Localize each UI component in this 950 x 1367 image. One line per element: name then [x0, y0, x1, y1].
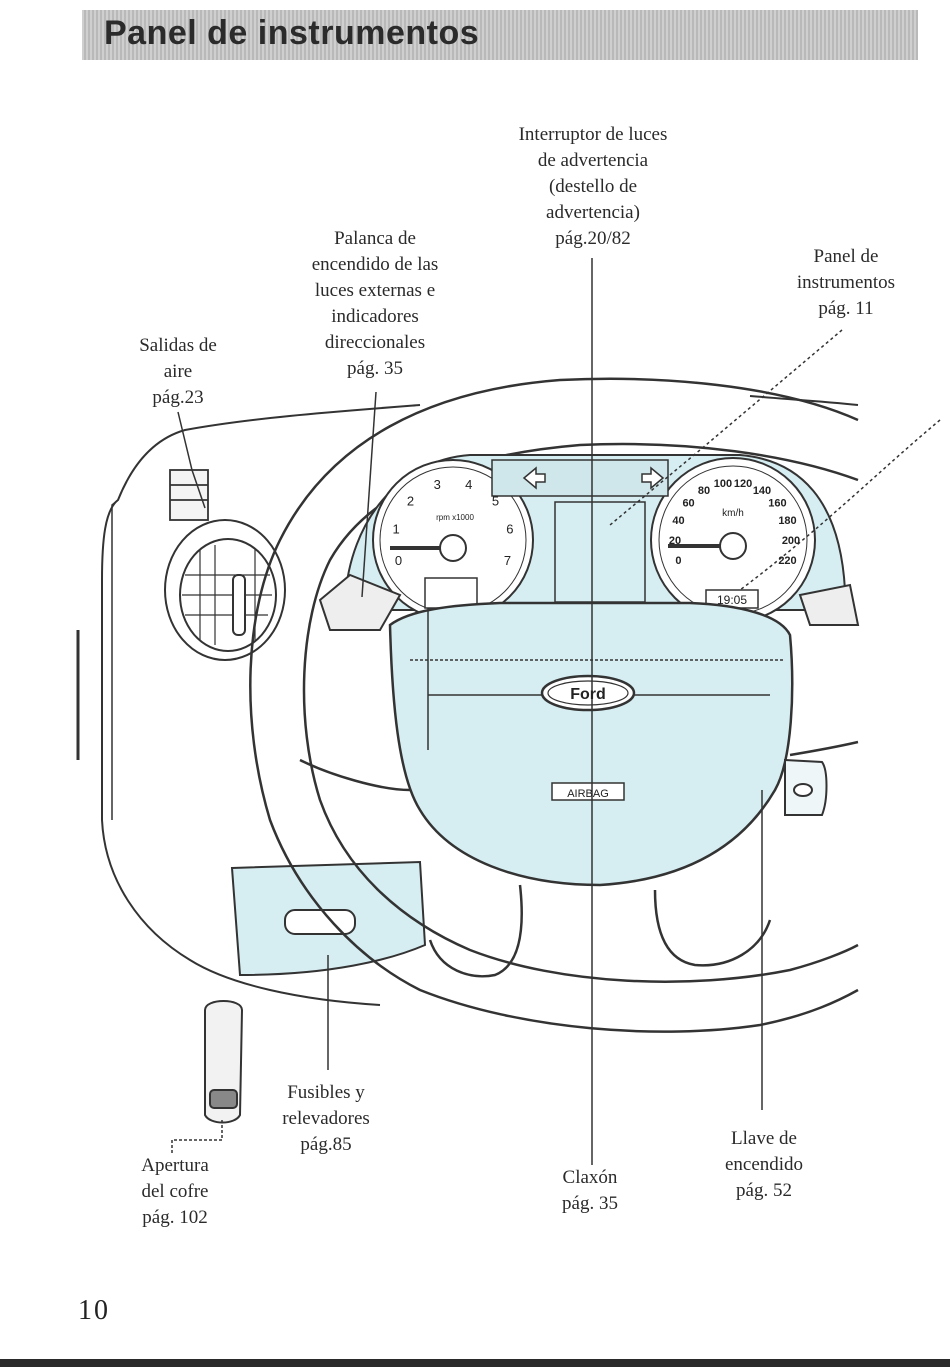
tach-tick-label: 6 [506, 522, 513, 537]
speed-tick-label: 200 [782, 535, 800, 547]
speed-unit-label: km/h [722, 508, 744, 519]
ford-logo-text: Ford [570, 686, 606, 703]
speed-tick-label: 60 [682, 498, 694, 510]
panel-line-3: pág. 11 [818, 298, 874, 319]
fuses-line-1: Fusibles y [287, 1082, 365, 1103]
speed-tick-label: 140 [753, 485, 771, 497]
key-line-3: pág. 52 [736, 1180, 792, 1201]
clock-readout: 19:05 [717, 593, 747, 607]
hood-release-callout: Apertura del cofre pág. 102 [110, 1153, 240, 1231]
steering-hub [299, 601, 859, 978]
ignition-key-callout: Llave de encendido pág. 52 [696, 1126, 832, 1204]
speed-tick-label: 120 [734, 478, 752, 490]
fuses-line-3: pág.85 [300, 1134, 352, 1155]
rpm-unit-label: rpm x1000 [436, 513, 474, 522]
tach-tick-label: 2 [407, 494, 414, 509]
instrument-cluster [343, 454, 847, 623]
lever-line-3: luces externas e [314, 280, 436, 301]
instrument-panel-callout: Panel de instrumentos pág. 11 [776, 244, 916, 322]
clock-leader [739, 419, 941, 591]
speed-tick-label: 20 [669, 535, 681, 547]
header-bar: Panel de instrumentos [82, 10, 918, 60]
tach-tick-label: 4 [465, 477, 472, 492]
hazard-line-5: pág.20/82 [555, 228, 631, 249]
air-vent [164, 519, 286, 661]
side-vent [169, 469, 209, 521]
hood-line-1: Apertura [141, 1155, 209, 1176]
speed-tick-label: 100 [714, 478, 732, 490]
tach-tick-label: 3 [434, 477, 441, 492]
tach-tick-label: 5 [492, 494, 499, 509]
speed-tick-label: 80 [698, 485, 710, 497]
panel-line-2: instrumentos [796, 272, 896, 293]
lights-lever-callout: Palanca de encendido de las luces extern… [270, 226, 480, 382]
panel-line-1: Panel de [813, 246, 879, 267]
speed-tick-label: 0 [675, 555, 681, 567]
vents-line-3: pág.23 [152, 387, 204, 408]
steering-wheel [249, 377, 859, 1033]
fuses-callout: Fusibles y relevadores pág.85 [254, 1080, 398, 1158]
speed-tick-label: 220 [778, 555, 796, 567]
speed-tick-label: 180 [778, 515, 796, 527]
cluster-leader [609, 329, 843, 526]
horn-callout: Claxón pág. 35 [530, 1165, 650, 1217]
hood-release-handle [204, 1000, 244, 1124]
tach-tick-label: 1 [393, 522, 400, 537]
page-number: 10 [78, 1295, 110, 1326]
speed-tick-label: 160 [768, 498, 786, 510]
lever-line-4: indicadores [331, 306, 419, 327]
vent-leader [177, 411, 206, 509]
hazard-switch-callout: Interruptor de luces de advertencia (des… [480, 122, 706, 252]
dashboard-body [101, 404, 421, 1006]
hood-line-2: del cofre [141, 1181, 209, 1202]
hood-leader [171, 1120, 223, 1155]
lever-line-6: pág. 35 [347, 358, 403, 379]
page-title: Panel de instrumentos [104, 14, 480, 52]
hazard-line-1: Interruptor de luces [518, 124, 668, 145]
horn-line-2: pág. 35 [562, 1193, 618, 1214]
wiper-lever [798, 583, 860, 626]
lever-line-2: encendido de las [311, 254, 439, 275]
hood-line-3: pág. 102 [142, 1207, 208, 1228]
light-lever [318, 573, 402, 631]
horn-line-1: Claxón [562, 1167, 618, 1188]
vents-line-1: Salidas de [139, 335, 217, 356]
lever-leader [361, 391, 377, 598]
tach-tick-label: 7 [504, 553, 511, 568]
key-line-1: Llave de [731, 1128, 797, 1149]
tach-tick-label: 0 [395, 553, 402, 568]
vents-line-2: aire [163, 361, 193, 382]
fuses-line-2: relevadores [282, 1108, 370, 1129]
lever-line-1: Palanca de [334, 228, 416, 249]
ignition-key [784, 758, 828, 816]
air-vents-callout: Salidas de aire pág.23 [112, 333, 244, 411]
hazard-line-2: de advertencia [537, 150, 649, 171]
hazard-line-4: advertencia) [546, 202, 640, 223]
lever-line-5: direccionales [324, 332, 426, 353]
speed-tick-label: 40 [672, 515, 684, 527]
key-line-2: encendido [724, 1154, 804, 1175]
airbag-label: AIRBAG [567, 788, 609, 800]
bottom-rule [0, 1359, 950, 1367]
hazard-line-3: (destello de [548, 176, 638, 197]
